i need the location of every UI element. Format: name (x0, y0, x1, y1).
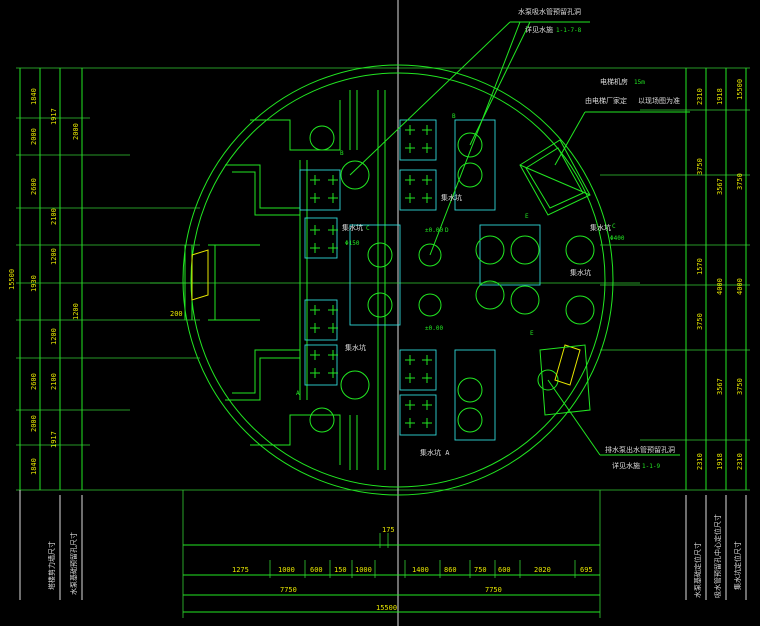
dim-right-outer: 3750 (736, 378, 744, 395)
dim-right-outer: 15500 (736, 79, 744, 100)
dim-bottom: 2020 (534, 566, 551, 574)
dim-left-inner: 2000 (72, 123, 80, 140)
left-legend-item: 水泵基础预留孔尺寸 (69, 532, 78, 595)
dim-right-inner: 3567 (716, 378, 724, 395)
dim-top-small: 175 (382, 526, 395, 534)
bottom-note-2-ref: 1-1-9 (642, 463, 660, 470)
top-note-1: 水泵吸水管预留孔洞 (518, 7, 581, 16)
beam-d-label: D (445, 227, 449, 234)
dim-right-outer: 4000 (736, 278, 744, 295)
dim-left: 2000 (30, 128, 38, 145)
dim-bottom: 860 (444, 566, 457, 574)
beam-c-label: C (366, 225, 370, 232)
dim-left-inner: 1200 (72, 303, 80, 320)
dim-bottom: 1400 (412, 566, 429, 574)
dim-left-inner: 2100 (50, 373, 58, 390)
dim-left-inner: 1200 (50, 248, 58, 265)
bottom-dimensions: 175 1275 1000 600 150 1000 1400 860 750 … (182, 490, 601, 618)
level-label: ±0.00 (425, 227, 443, 234)
dim-right: 3750 (696, 313, 704, 330)
dim-right-outer: 3750 (736, 173, 744, 190)
right-note-1: 电梯机房 (600, 77, 628, 86)
bottom-note-2: 详见水施 (612, 461, 640, 470)
right-note-2: 由电梯厂家定 (585, 96, 627, 105)
level-label: ±0.00 (425, 325, 443, 332)
bottom-note-1: 排水泵出水管预留孔洞 (605, 445, 675, 454)
dim-bottom-mid: 7750 (280, 586, 297, 594)
outer-dimension-lines (16, 0, 750, 626)
dim-left-inner: 1200 (50, 328, 58, 345)
dim-left: 1840 (30, 88, 38, 105)
dim-bottom-total: 15500 (376, 604, 397, 612)
dim-left-inner: 2100 (50, 208, 58, 225)
dim-left: 1840 (30, 458, 38, 475)
pump-bases (299, 119, 541, 441)
dim-right: 3750 (696, 158, 704, 175)
top-note-2: 详见水施 (525, 25, 553, 34)
dim-bottom: 600 (498, 566, 511, 574)
dim-bottom: 1000 (355, 566, 372, 574)
annotation-texts: 水泵吸水管预留孔洞 详见水施 1-1-7-8 电梯机房 15m 由电梯厂家定 以… (170, 7, 680, 470)
pump-well-label: 集水坑 (342, 223, 363, 232)
beam-c-label: C (612, 223, 616, 230)
left-legend-item: 塔楼剪力墙尺寸 (47, 541, 56, 590)
beam-b-label: B (340, 150, 344, 157)
dim-right-inner: 1918 (716, 453, 724, 470)
leader-lines (349, 21, 690, 456)
anchor-bolts (310, 125, 432, 428)
shaft-outline (182, 64, 614, 496)
dim-right: 2310 (696, 453, 704, 470)
dim-bottom: 600 (310, 566, 323, 574)
pipe-label: Φ400 (610, 235, 625, 242)
dim-right: 1570 (696, 258, 704, 275)
dim-left: 2000 (30, 415, 38, 432)
dim-left-inner: 1917 (50, 431, 58, 448)
pump-well-label: 集水坑 (441, 193, 462, 202)
beam-e-label: E (525, 213, 529, 220)
beam-b-label: B (452, 113, 456, 120)
dim-left: 2600 (30, 178, 38, 195)
pipe-label: Φ150 (345, 240, 360, 247)
dim-bottom-mid: 7750 (485, 586, 502, 594)
right-legend-item: 水泵基础定位尺寸 (693, 542, 702, 598)
dim-right: 2310 (696, 88, 704, 105)
sump-a-label: 集水坑 A (420, 448, 450, 457)
dim-right-inner: 1918 (716, 88, 724, 105)
dim-bottom: 695 (580, 566, 593, 574)
dim-200-label: 200 (170, 310, 183, 318)
pump-well-label: 集水坑 (570, 268, 591, 277)
left-dimension-texts: 15500 1840 2000 2600 1930 2600 2000 1840… (8, 88, 80, 475)
beam-a-label: A (296, 390, 300, 397)
right-note-1-ref: 15m (634, 79, 645, 86)
top-note-2-ref: 1-1-7-8 (556, 27, 582, 34)
dim-bottom: 750 (474, 566, 487, 574)
right-legend: 水泵基础定位尺寸 吸水管预留孔中心定位尺寸 集水坑定位尺寸 (685, 495, 747, 600)
right-dimension-texts: 2310 3750 1570 3750 2310 1918 3567 4000 … (696, 79, 744, 470)
dim-left-inner: 1917 (50, 108, 58, 125)
dim-right-inner: 3567 (716, 178, 724, 195)
pump-well-label: 集水坑 (590, 223, 611, 232)
elevator-room (519, 139, 591, 416)
dim-left-outer: 15500 (8, 269, 16, 290)
right-legend-item: 吸水管预留孔中心定位尺寸 (713, 514, 722, 598)
shear-walls (225, 90, 386, 470)
dim-right-outer: 2310 (736, 453, 744, 470)
dim-bottom: 1275 (232, 566, 249, 574)
dim-left: 1930 (30, 275, 38, 292)
pump-well-label: 集水坑 (345, 343, 366, 352)
beam-e-label: E (530, 330, 534, 337)
dim-bottom: 150 (334, 566, 347, 574)
right-note-3: 以现场图为准 (638, 96, 680, 105)
dim-left: 2600 (30, 373, 38, 390)
dim-right-inner: 4000 (716, 278, 724, 295)
pipe-circles (309, 125, 595, 433)
left-legend: 塔楼剪力墙尺寸 水泵基础预留孔尺寸 (19, 490, 83, 600)
dim-bottom: 1000 (278, 566, 295, 574)
right-legend-item: 集水坑定位尺寸 (733, 541, 742, 590)
